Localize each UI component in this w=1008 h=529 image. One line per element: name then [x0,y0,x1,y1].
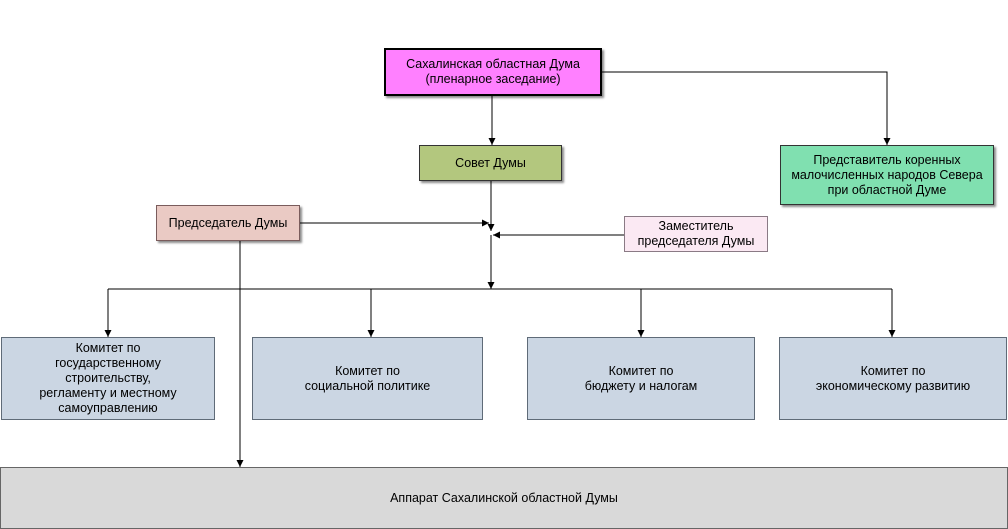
connector-duma-to-representative [602,71,891,145]
node-chairman: Председатель Думы [156,205,300,241]
node-duma-apparatus: Аппарат Сахалинской областной Думы [0,467,1008,529]
node-indigenous-representative: Представитель коренных малочисленных нар… [780,145,994,205]
node-duma-plenary: Сахалинская областная Дума (пленарное за… [384,48,602,96]
node-deputy-chairman: Заместитель председателя Думы [624,216,768,252]
node-committee-economic-development: Комитет по экономическому развитию [779,337,1007,420]
node-committee-budget-taxes: Комитет по бюджету и налогам [527,337,755,420]
node-committee-social-policy: Комитет по социальной политике [252,337,483,420]
node-duma-council: Совет Думы [419,145,562,181]
node-committee-state-building: Комитет по государственному строительств… [1,337,215,420]
